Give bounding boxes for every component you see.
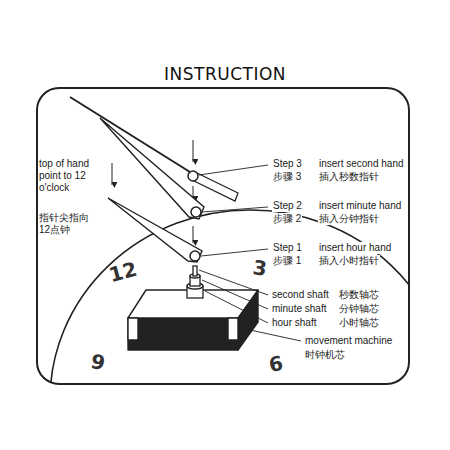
- dial-numeral: 12: [105, 257, 140, 288]
- step-label: insert minute hand: [318, 200, 402, 212]
- dial-numeral: 3: [250, 255, 269, 281]
- clock-face: [50, 210, 409, 384]
- step-label: insert second hand: [318, 158, 405, 170]
- part-label: 秒数轴芯: [338, 289, 380, 301]
- part-label: 时钟机芯: [304, 349, 346, 361]
- part-label: second shaft: [271, 289, 330, 301]
- part-label: movement machine: [304, 335, 393, 347]
- step-label: insert hour hand: [318, 242, 392, 254]
- step-label: 插入秒数指针: [318, 171, 380, 183]
- note-text: 指针尖指向 12点钟: [38, 212, 98, 236]
- note-text: top of hand point to 12 o'clock: [38, 158, 104, 194]
- hour-hand: [108, 198, 202, 262]
- step-label: Step 1: [272, 242, 303, 254]
- part-label: hour shaft: [271, 317, 317, 329]
- step-label: 插入分钟指针: [318, 213, 380, 225]
- step-label: 步骤 1: [272, 255, 302, 267]
- movement-box: [128, 290, 258, 350]
- step-label: 步骤 2: [272, 213, 302, 225]
- step-label: Step 2: [272, 200, 303, 212]
- frame: [37, 88, 409, 384]
- part-label: 小时轴芯: [338, 317, 380, 329]
- step-label: 步骤 3: [272, 171, 302, 183]
- dial-numeral: 9: [88, 349, 109, 376]
- part-label: 分钟轴芯: [338, 303, 380, 315]
- part-label: minute shaft: [271, 303, 327, 315]
- page-title: INSTRUCTION: [0, 64, 450, 84]
- step-label: Step 3: [272, 158, 303, 170]
- step-label: 插入小时指针: [318, 255, 380, 267]
- dial-numeral: 6: [266, 351, 286, 377]
